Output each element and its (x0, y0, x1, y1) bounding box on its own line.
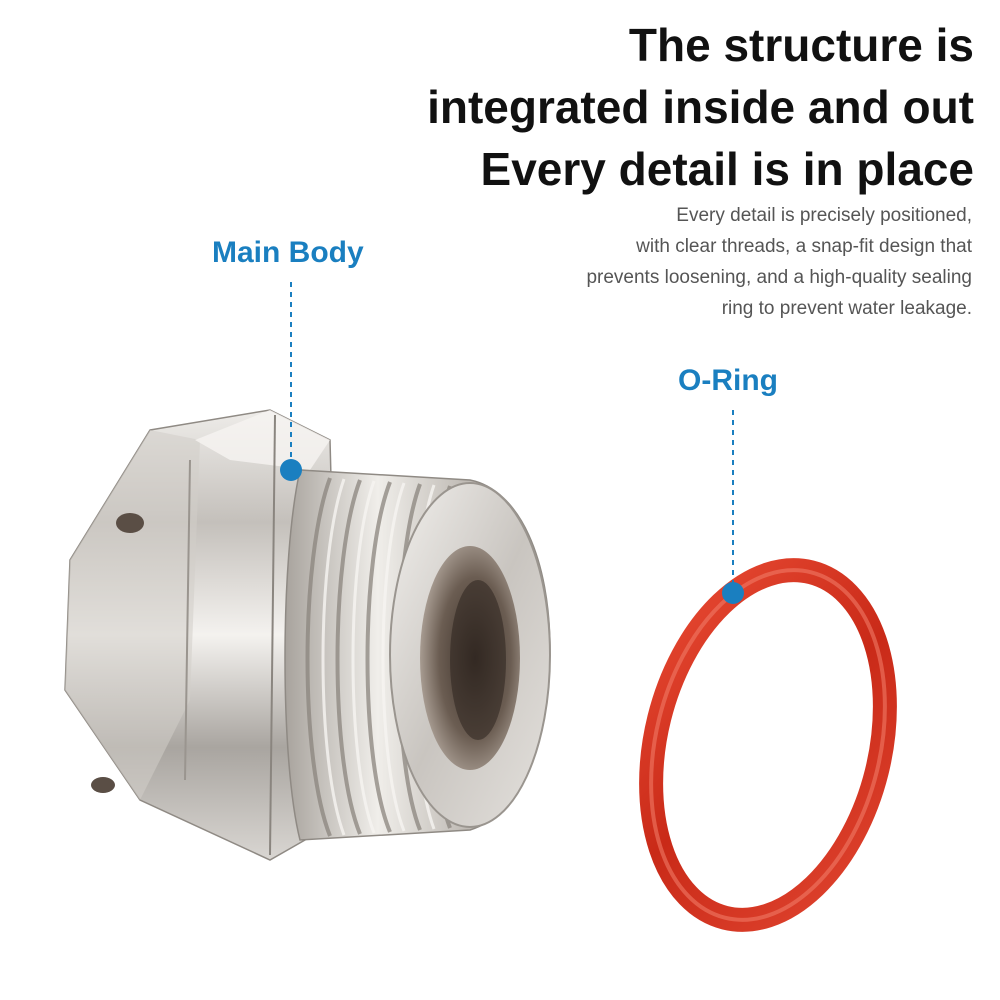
main-body-leader (280, 282, 302, 481)
headline: The structure is integrated inside and o… (334, 14, 974, 200)
description: Every detail is precisely positioned, wi… (452, 200, 972, 324)
description-line-2: with clear threads, a snap-fit design th… (636, 236, 972, 257)
description-line-4: ring to prevent water leakage. (721, 298, 972, 319)
main-body-part (64, 409, 551, 861)
description-line-1: Every detail is precisely positioned, (676, 205, 972, 226)
headline-line-3: Every detail is in place (480, 143, 974, 195)
o-ring-label: O-Ring (678, 364, 778, 397)
main-body-label: Main Body (212, 236, 364, 269)
o-ring-part (639, 558, 897, 932)
headline-line-1: The structure is (628, 19, 974, 71)
description-line-3: prevents loosening, and a high-quality s… (586, 267, 972, 288)
o-ring-leader (722, 410, 744, 604)
headline-line-2: integrated inside and out (427, 81, 974, 133)
